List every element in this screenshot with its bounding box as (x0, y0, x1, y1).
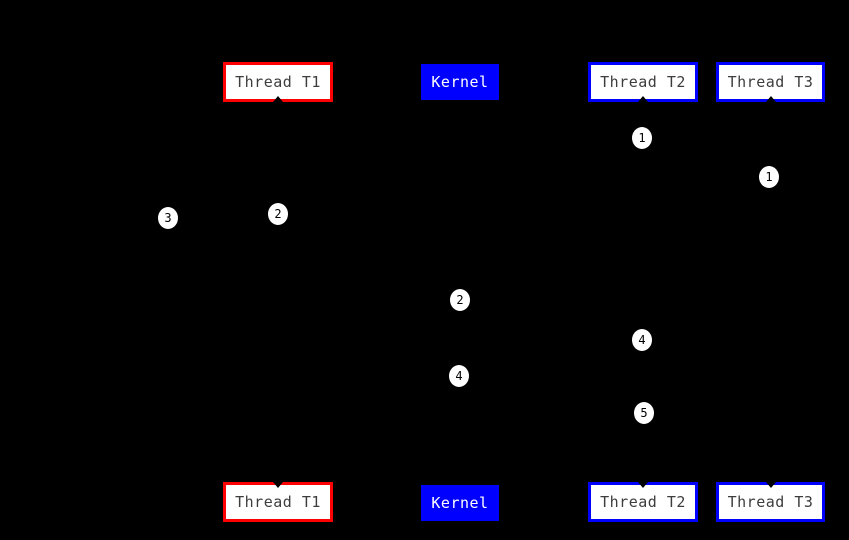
actor-box-thread-t2-top: Thread T2 (588, 62, 698, 102)
arrowhead-icon (638, 96, 648, 102)
actor-label-thread-t1-bottom: Thread T1 (235, 493, 321, 511)
actor-box-thread-t3-top: Thread T3 (716, 62, 825, 102)
actor-label-thread-t1-top: Thread T1 (235, 73, 321, 91)
step-marker: 1 (632, 127, 652, 149)
arrowhead-icon (273, 482, 283, 488)
actor-box-thread-t2-bottom: Thread T2 (588, 482, 698, 522)
step-marker: 3 (158, 207, 178, 229)
actor-box-kernel-bottom: Kernel (421, 485, 499, 521)
actor-box-thread-t1-bottom: Thread T1 (223, 482, 333, 522)
actor-label-thread-t3-bottom: Thread T3 (727, 493, 814, 511)
step-marker-label: 2 (456, 293, 464, 307)
step-marker-label: 4 (638, 333, 646, 347)
actor-box-thread-t3-bottom: Thread T3 (716, 482, 825, 522)
actor-label-thread-t2-bottom: Thread T2 (600, 493, 686, 511)
arrowhead-icon (765, 482, 776, 488)
step-marker-label: 3 (164, 211, 172, 225)
step-marker-label: 4 (455, 369, 463, 383)
step-marker: 4 (449, 365, 469, 387)
step-marker-label: 5 (640, 406, 648, 420)
step-marker-label: 2 (274, 207, 282, 221)
actor-label-thread-t3-top: Thread T3 (727, 73, 814, 91)
arrowhead-icon (638, 482, 648, 488)
step-marker: 1 (759, 166, 779, 188)
arrowhead-icon (273, 96, 283, 102)
actor-label-kernel-top: Kernel (431, 73, 489, 91)
actor-label-kernel-bottom: Kernel (431, 494, 489, 512)
actor-box-kernel-top: Kernel (421, 64, 499, 100)
actor-label-thread-t2-top: Thread T2 (600, 73, 686, 91)
step-marker-label: 1 (765, 170, 773, 184)
step-marker: 2 (268, 203, 288, 225)
arrowhead-icon (765, 96, 776, 102)
actor-box-thread-t1-top: Thread T1 (223, 62, 333, 102)
step-marker: 2 (450, 289, 470, 311)
step-marker-label: 1 (638, 131, 646, 145)
step-marker: 5 (634, 402, 654, 424)
step-marker: 4 (632, 329, 652, 351)
